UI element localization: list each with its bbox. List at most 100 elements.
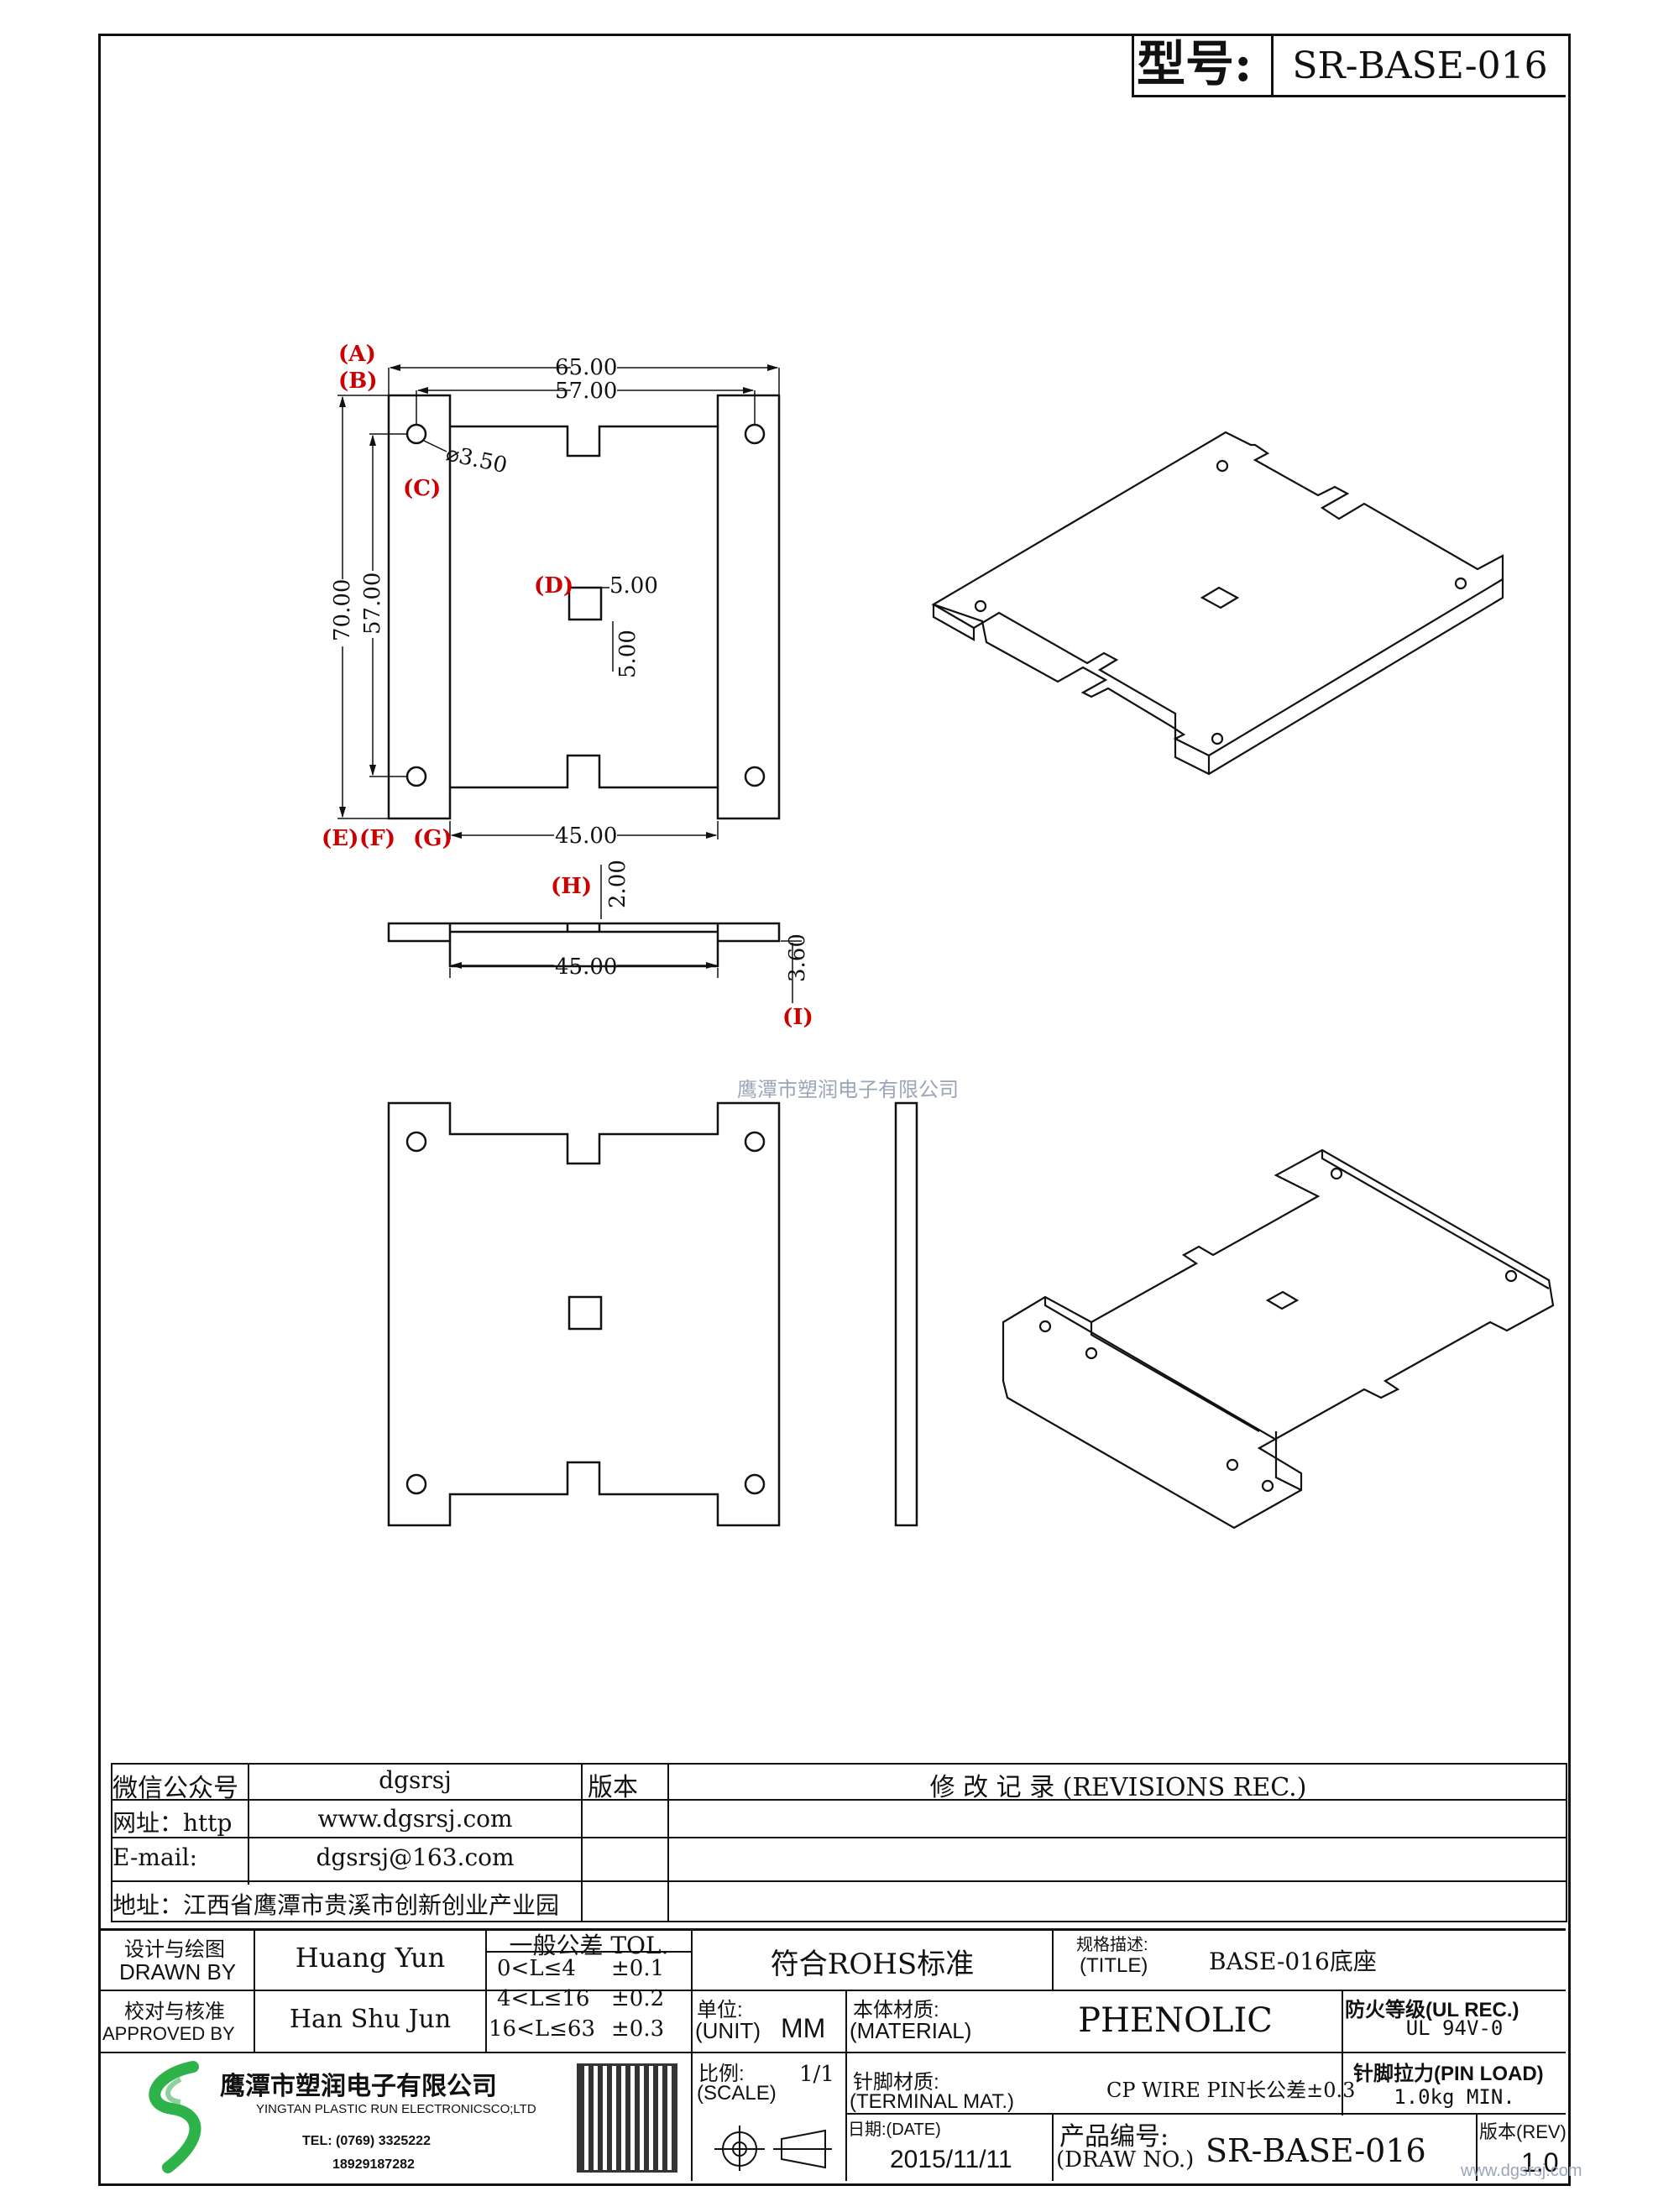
mount-hole xyxy=(744,1473,766,1495)
dim-thickness: 2.00 xyxy=(605,860,630,908)
mount-hole xyxy=(744,423,766,445)
top-view-outline xyxy=(387,394,781,820)
company-logo-icon xyxy=(149,2061,201,2173)
terminal-value: CP WIRE PIN长公差±0.3 xyxy=(1106,2079,1356,2102)
pinload-label: 针脚拉力(PIN LOAD) xyxy=(1353,2063,1544,2085)
center-slot xyxy=(568,1295,603,1331)
drawno-label-en: (DRAW NO.) xyxy=(1056,2147,1195,2173)
iso-view-top xyxy=(931,431,1504,776)
contact-value-wechat: dgsrsj xyxy=(379,1766,452,1794)
rohs-text: 符合ROHS标准 xyxy=(770,1948,975,1981)
company-name-en: YINGTAN PLASTIC RUN ELECTRONICSCO;LTD xyxy=(256,2102,536,2116)
model-divider xyxy=(1271,34,1274,96)
company-mobile: 18929187282 xyxy=(332,2157,415,2172)
marker-a: (A) xyxy=(338,342,376,367)
projection-symbol-icon xyxy=(714,2126,832,2171)
dim-side-inner-width: 45.00 xyxy=(555,954,617,980)
title-value: BASE-016底座 xyxy=(1209,1948,1377,1975)
tb-line xyxy=(1476,2113,1478,2181)
company-tel: TEL: (0769) 3325222 xyxy=(302,2134,431,2148)
material-label-cn: 本体材质: xyxy=(853,1999,939,2021)
row-line xyxy=(111,1880,1567,1882)
tb-line xyxy=(845,1990,847,2181)
contact-value-col xyxy=(581,1763,583,1922)
marker-h: (H) xyxy=(551,874,592,899)
scale-value: 1/1 xyxy=(799,2062,834,2087)
tol-value-3: ±0.3 xyxy=(611,2016,665,2042)
tb-line xyxy=(485,1928,487,2052)
title-label-cn: 规格描述: xyxy=(1076,1936,1148,1954)
fire-label: 防火等级(UL REC.) xyxy=(1345,1999,1519,2021)
marker-c: (C) xyxy=(403,476,441,501)
marker-i: (I) xyxy=(782,1005,813,1030)
version-header: 版本 xyxy=(588,1773,638,1802)
drawno-label-cn: 产品编号: xyxy=(1059,2122,1169,2152)
dim-slot-height: 5.00 xyxy=(615,630,641,678)
marker-e: (E) xyxy=(322,826,358,851)
marker-b: (B) xyxy=(338,369,378,394)
iso-view-bottom xyxy=(1002,1148,1555,1530)
contact-value-email: dgsrsj@163.com xyxy=(316,1843,515,1871)
model-label: 型号: xyxy=(1137,35,1253,92)
dim-slot-width: 5.00 xyxy=(609,573,658,599)
dim-inner-width: 45.00 xyxy=(555,824,617,849)
mount-hole xyxy=(405,1473,427,1495)
unit-value: MM xyxy=(781,2013,826,2043)
dim-overall-width: 65.00 xyxy=(555,355,617,380)
tb-line xyxy=(98,1990,1566,1991)
rev-value: 1.0 xyxy=(1521,2147,1559,2178)
tb-line xyxy=(845,2113,1566,2115)
drawing-border xyxy=(98,34,1571,2186)
mount-hole xyxy=(744,766,766,787)
approved-en: APPROVED BY xyxy=(102,2023,235,2044)
mount-hole xyxy=(744,1131,766,1153)
mount-hole xyxy=(405,1131,427,1153)
revision-table xyxy=(111,1763,1567,1922)
model-value: SR-BASE-016 xyxy=(1292,44,1548,87)
drawn-by-cn: 设计与绘图 xyxy=(124,1938,225,1961)
tb-line xyxy=(691,1928,693,2181)
contact-label-col xyxy=(248,1763,249,1885)
model-box xyxy=(1132,34,1566,97)
fire-value: UL 94V-0 xyxy=(1405,2016,1504,2040)
tb-line xyxy=(1052,2113,1054,2181)
contact-label-website: 网址：http xyxy=(112,1809,233,1837)
tol-range-3: 16<L≤63 xyxy=(489,2016,596,2042)
drawn-by-en: DRAWN BY xyxy=(119,1959,237,1985)
tb-line xyxy=(98,2052,1566,2053)
contact-address: 地址：江西省鹰潭市贵溪市创新创业产业园 xyxy=(112,1891,560,1919)
row-line xyxy=(111,1837,1567,1838)
watermark: 鹰潭市塑润电子有限公司 xyxy=(737,1079,959,1101)
material-value: PHENOLIC xyxy=(1078,2001,1273,2040)
dim-hole-span: 57.00 xyxy=(555,379,617,404)
material-label-en: (MATERIAL) xyxy=(850,2018,972,2043)
rev-label: 版本(REV) xyxy=(1479,2121,1567,2142)
mount-hole xyxy=(405,766,427,787)
contact-value-website: www.dgsrsj.com xyxy=(317,1805,513,1833)
unit-label-en: (UNIT) xyxy=(695,2018,761,2043)
tol-range-1: 0<L≤4 xyxy=(497,1956,576,1981)
tb-line xyxy=(1342,1990,1343,2115)
tol-header: 一般公差 TOL. xyxy=(509,1932,669,1959)
center-slot xyxy=(568,586,603,621)
marker-f: (F) xyxy=(359,826,395,851)
scale-label-en: (SCALE) xyxy=(697,2082,777,2105)
contact-label-email: E-mail: xyxy=(112,1843,198,1871)
tol-range-2: 4<L≤16 xyxy=(497,1986,590,2011)
terminal-label-cn: 针脚材质: xyxy=(853,2071,939,2094)
contact-label-wechat: 微信公众号 xyxy=(112,1774,238,1803)
title-label-en: (TITLE) xyxy=(1080,1954,1148,1977)
end-view xyxy=(894,1101,918,1527)
pinload-value: 1.0kg MIN. xyxy=(1394,2085,1515,2109)
terminal-label-en: (TERMINAL MAT.) xyxy=(850,2090,1014,2113)
marker-d: (D) xyxy=(534,573,573,599)
approved-name: Han Shu Jun xyxy=(289,2005,452,2034)
tol-value-2: ±0.2 xyxy=(611,1986,665,2011)
side-view-outline xyxy=(387,922,781,968)
tb-line xyxy=(254,1928,255,2052)
version-col xyxy=(667,1763,669,1922)
date-label: 日期:(DATE) xyxy=(848,2120,941,2139)
mount-hole xyxy=(405,423,427,445)
tb-line xyxy=(485,1951,691,1953)
qr-code-image xyxy=(577,2063,677,2173)
